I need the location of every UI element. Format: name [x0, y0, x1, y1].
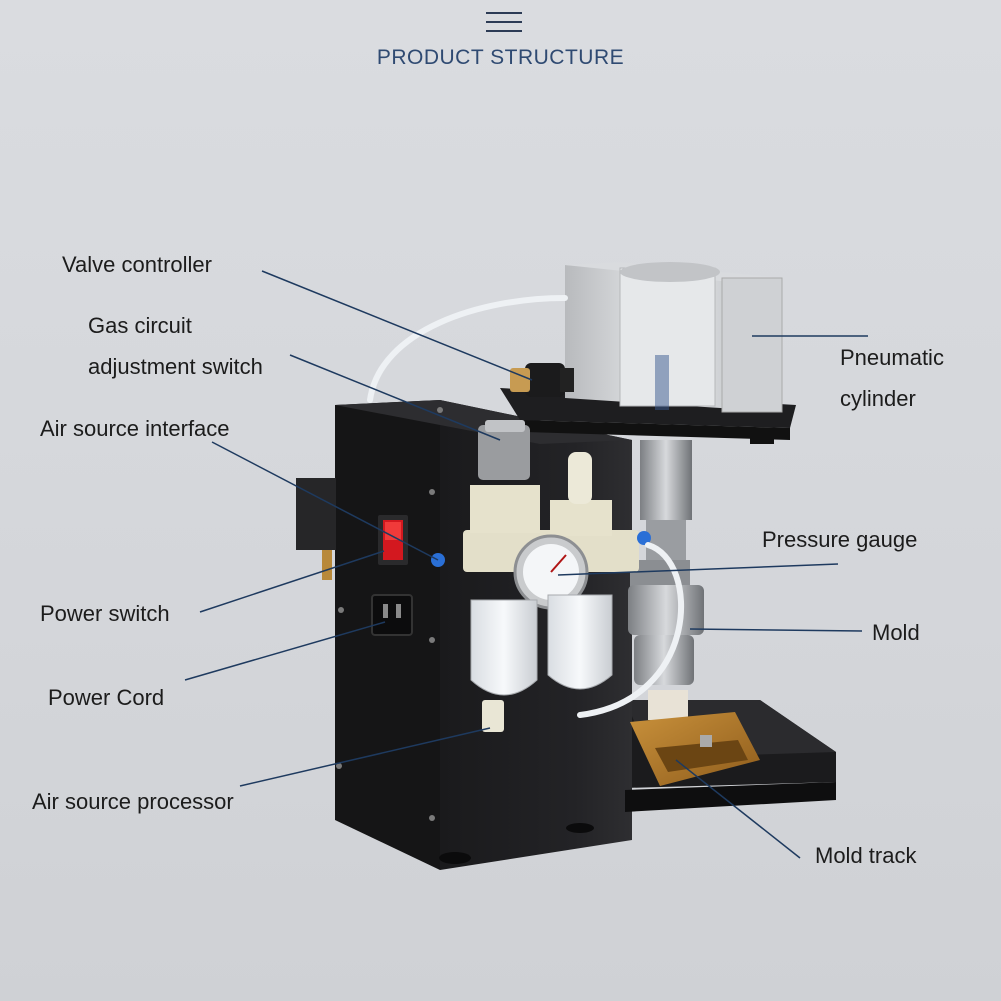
label-gas-circuit-line2: adjustment switch — [88, 354, 263, 379]
piston-rod — [640, 440, 692, 560]
label-mold: Mold — [872, 620, 920, 645]
air-source-interface-block — [296, 478, 336, 580]
leader-air-source-processor — [239, 727, 491, 787]
leader-air-source-interface — [211, 441, 439, 561]
label-mold-track: Mold track — [815, 843, 917, 868]
leader-lines — [184, 270, 868, 859]
label-valve-controller: Valve controller — [62, 252, 212, 277]
leader-valve-controller — [261, 270, 533, 381]
leader-mold — [689, 628, 863, 632]
power-switch — [378, 515, 408, 565]
valve-controller — [510, 363, 574, 397]
label-gas-circuit-line1: Gas circuit — [88, 313, 192, 338]
leader-power-switch — [199, 550, 385, 613]
hamburger-menu-icon[interactable] — [486, 10, 522, 34]
label-pneumatic-line1: Pneumatic — [840, 345, 944, 370]
label-power-switch: Power switch — [40, 601, 170, 626]
air-source-processor — [431, 420, 651, 732]
mold — [628, 560, 704, 720]
leader-pressure-gauge — [557, 563, 839, 576]
air-tubing — [367, 295, 685, 718]
pneumatic-cylinder — [565, 262, 783, 413]
label-air-source-processor: Air source processor — [32, 789, 234, 814]
leader-power-cord — [184, 621, 386, 681]
label-power-cord: Power Cord — [48, 685, 165, 710]
power-cord-socket — [371, 594, 413, 636]
label-pneumatic-line2: cylinder — [840, 386, 916, 411]
label-air-source-interface: Air source interface — [40, 416, 230, 441]
page-title: PRODUCT STRUCTURE — [376, 46, 625, 69]
leader-gas-circuit — [289, 354, 501, 441]
mold-track — [630, 712, 760, 786]
leader-mold-track — [675, 759, 801, 859]
label-pressure-gauge: Pressure gauge — [762, 527, 918, 552]
